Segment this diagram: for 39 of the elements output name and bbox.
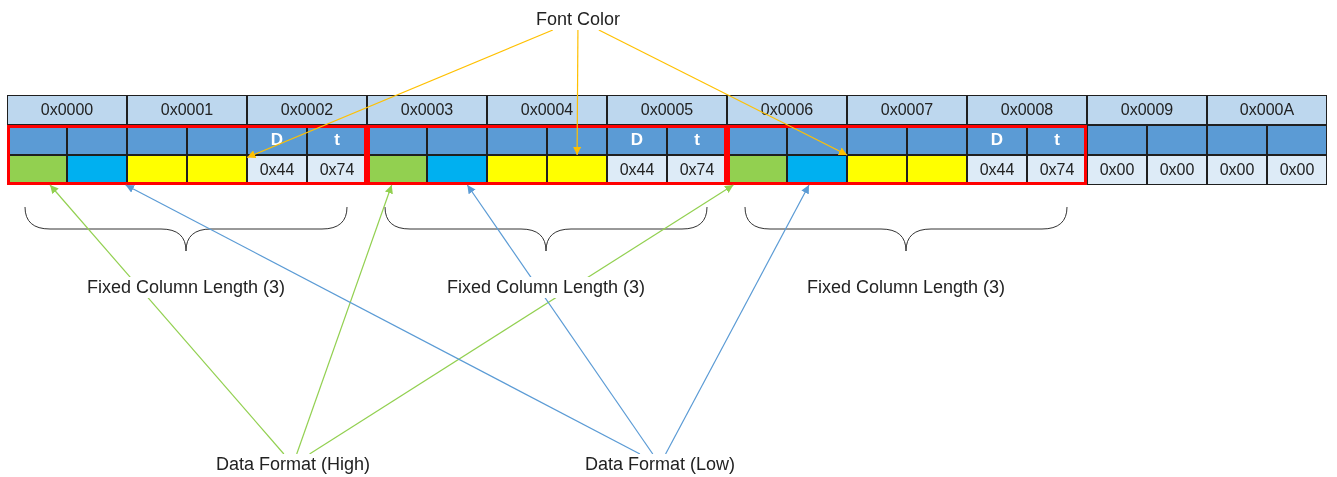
address-cell: 0x0003 [367, 95, 487, 125]
leader-line [49, 184, 285, 455]
byte-value-cell: 0x74 [1027, 155, 1087, 185]
highlighted-cell [847, 155, 907, 185]
highlighted-cell [427, 155, 487, 185]
highlighted-cell [547, 155, 607, 185]
byte-value-cell: 0x44 [607, 155, 667, 185]
leader-line [296, 184, 393, 455]
callout-label: Font Color [534, 9, 622, 30]
byte-value-cell: 0x00 [1147, 155, 1207, 185]
callout-label: Data Format (High) [214, 454, 372, 475]
address-cell: 0x0001 [127, 95, 247, 125]
callout-label: Data Format (Low) [583, 454, 737, 475]
leader-line [246, 29, 554, 159]
byte-value-cell: 0x74 [667, 155, 727, 185]
address-cell: 0x0004 [487, 95, 607, 125]
address-cell: 0x0006 [727, 95, 847, 125]
byte-value-cell: 0x00 [1207, 155, 1267, 185]
leader-line [466, 184, 654, 455]
byte-value-cell: 0x44 [247, 155, 307, 185]
leader-line [572, 29, 582, 156]
leader-line [598, 29, 848, 156]
address-cell: 0x0009 [1087, 95, 1207, 125]
address-cell: 0x0002 [247, 95, 367, 125]
address-cell: 0x0000 [7, 95, 127, 125]
highlighted-cell [187, 155, 247, 185]
byte-value-cell: 0x00 [1267, 155, 1327, 185]
address-cell: 0x0005 [607, 95, 727, 125]
address-cell: 0x000A [1207, 95, 1327, 125]
leader-line [308, 184, 734, 455]
byte-value-cell: 0x44 [967, 155, 1027, 185]
address-cell: 0x0008 [967, 95, 1087, 125]
highlighted-cell [67, 155, 127, 185]
byte-value-cell: 0x74 [307, 155, 367, 185]
address-cell: 0x0007 [847, 95, 967, 125]
byte-value-cell: 0x00 [1087, 155, 1147, 185]
leader-line [125, 184, 641, 455]
highlighted-cell [787, 155, 847, 185]
leader-line [665, 184, 810, 455]
